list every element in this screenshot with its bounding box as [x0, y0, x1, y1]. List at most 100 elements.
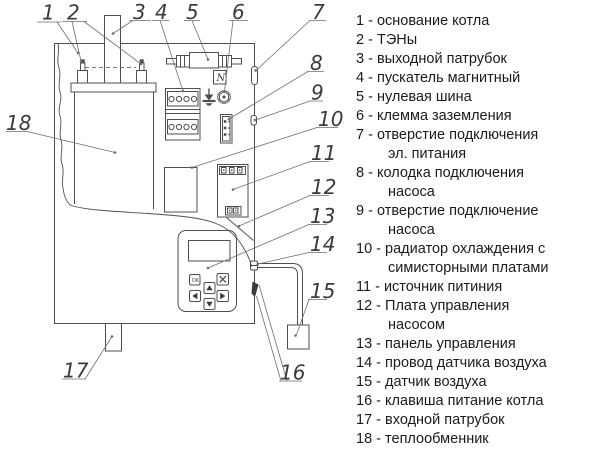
leader-15 [295, 299, 327, 337]
heating-element-left [77, 59, 88, 84]
legend-item-6: 6 - клемма заземления [356, 107, 598, 126]
neutral-bus [166, 52, 242, 69]
air-sensor [287, 324, 310, 350]
triac-radiator [164, 167, 198, 213]
callout-numbers: 1 2 3 4 5 6 7 8 9 10 11 12 13 14 15 16 1… [6, 0, 343, 385]
legend-label: радиатор охлаждения с симисторными плата… [385, 241, 549, 276]
legend-num: 11 [356, 279, 372, 295]
legend-sep: - [372, 393, 386, 409]
legend-sep: - [372, 355, 386, 371]
legend-sep: - [364, 13, 377, 29]
callout-15: 15 [310, 279, 335, 303]
panel-ok-label: OK [192, 278, 200, 284]
leader-11 [232, 161, 329, 190]
callout-11: 11 [311, 141, 336, 165]
panel-right-button [216, 290, 229, 302]
pump-terminal-block [220, 114, 233, 144]
panel-left-button [189, 290, 201, 302]
legend-label: отверстие подключение насоса [376, 203, 539, 238]
leader-13 [207, 224, 327, 269]
legend-label: источник питиния [383, 279, 503, 295]
leader-12 [238, 195, 329, 227]
legend-label: основание котла [376, 13, 490, 29]
neutral-bus-label-box: N [213, 70, 227, 85]
pump-board-edge [226, 217, 254, 241]
boiler-casing-outline [54, 43, 255, 324]
heat-exchanger [70, 82, 157, 209]
legend-item-3: 3 - выходной патрубок [356, 50, 598, 69]
legend-num: 10 [356, 241, 373, 257]
legend-sep: - [372, 374, 386, 390]
leader-6 [224, 20, 248, 92]
legend-num: 9 [356, 203, 365, 219]
legend-num: 1 [356, 13, 365, 29]
legend-label: Плата управления насосом [385, 298, 510, 333]
legend-item-11: 11 - источник питиния [356, 278, 598, 297]
legend-item-8: 8 - колодка подключения насоса [356, 164, 598, 202]
legend-item-5: 5 - нулевая шина [356, 88, 598, 107]
legend-item-13: 13 - панель управления [356, 335, 598, 354]
legend-item-1: 1 - основание котла [356, 12, 598, 31]
leader-18 [6, 131, 116, 153]
legend-sep: - [364, 127, 377, 143]
legend-label: панель управления [385, 336, 516, 352]
legend-sep: - [372, 298, 386, 314]
legend-sep: - [372, 412, 386, 428]
leader-1 [37, 21, 79, 54]
cancel-x-icon [219, 275, 227, 283]
legend-item-2: 2 - ТЭНы [356, 31, 598, 50]
panel-down-button [203, 298, 216, 310]
legend-sep: - [371, 279, 384, 295]
control-panel: OK [177, 230, 237, 312]
callout-8: 8 [310, 51, 323, 75]
legend-label: выходной патрубок [376, 51, 507, 67]
air-sensor-wire [257, 263, 303, 325]
arrow-right-icon [220, 292, 226, 300]
legend-sep: - [372, 241, 386, 257]
ground-symbol [202, 88, 216, 106]
leader-14 [257, 252, 327, 265]
arrow-down-icon [206, 301, 213, 307]
legend-num: 7 [356, 127, 365, 143]
callout-7: 7 [312, 0, 325, 24]
legend-num: 2 [356, 32, 365, 48]
legend-item-16: 16 - клавиша питание котла [356, 392, 598, 411]
legend-num: 12 [356, 298, 373, 314]
callout-1: 1 [42, 1, 55, 25]
callout-17: 17 [63, 359, 89, 383]
callout-3: 3 [133, 0, 146, 24]
leader-16 [256, 284, 302, 382]
legend-sep: - [364, 51, 377, 67]
heating-element-right [136, 59, 147, 84]
legend-item-14: 14 - провод датчика воздуха [356, 354, 598, 373]
legend-label: входной патрубок [385, 412, 505, 428]
leader-5 [184, 20, 209, 60]
callout-6: 6 [232, 0, 245, 24]
panel-display [188, 240, 231, 262]
legend-num: 8 [356, 165, 365, 181]
callout-18: 18 [6, 111, 31, 135]
legend-item-7: 7 - отверстие подключения эл. питания [356, 126, 598, 164]
power-switch [251, 281, 259, 297]
legend-label: датчик воздуха [385, 374, 487, 390]
legend-label: колодка подключения насоса [376, 165, 524, 200]
air-sensor-wire-connector [250, 260, 258, 271]
legend-label: клавиша питание котла [385, 393, 544, 409]
legend-label: отверстие подключения эл. питания [376, 127, 539, 162]
leader-10 [191, 127, 338, 168]
legend-label: нулевая шина [376, 89, 472, 105]
legend-label: провод датчика воздуха [385, 355, 547, 371]
legend-num: 3 [356, 51, 365, 67]
legend-num: 4 [356, 70, 365, 86]
legend-label: теплообменник [385, 431, 489, 447]
legend-sep: - [364, 32, 377, 48]
arrow-left-icon [192, 292, 198, 300]
callout-9: 9 [311, 81, 324, 105]
leader-3 [112, 20, 151, 34]
leader-2 [62, 21, 142, 65]
callout-10: 10 [318, 107, 343, 131]
legend-item-10: 10 - радиатор охлаждения с симисторными … [356, 240, 598, 278]
legend-item-17: 17 - входной патрубок [356, 411, 598, 430]
callout-12: 12 [311, 175, 336, 199]
legend-num: 13 [356, 336, 373, 352]
